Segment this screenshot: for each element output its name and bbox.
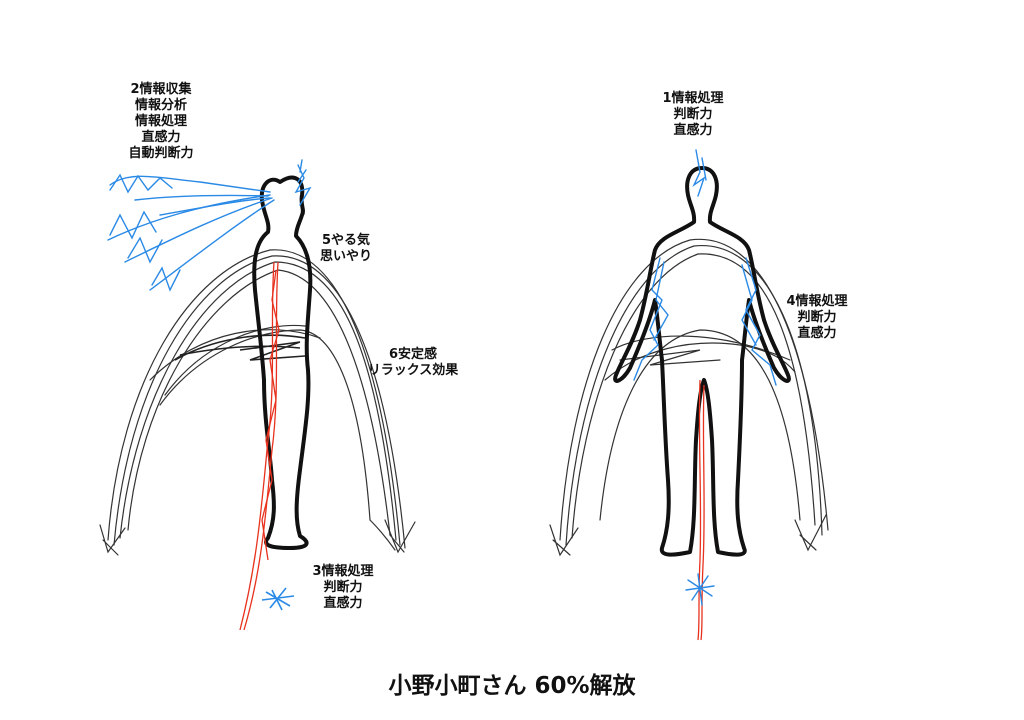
label-2-line-5: 自動判断力	[128, 146, 194, 161]
label-5-line-2: 思いやり	[319, 249, 372, 264]
right-energy-arcs	[549, 238, 829, 557]
label-4-line-1: 4情報処理	[786, 294, 848, 309]
label-1-line-2: 判断力	[673, 107, 713, 122]
label-4-line-2: 判断力	[797, 310, 837, 325]
label-1-processing: 1情報処理 判断力 直感力	[648, 91, 738, 139]
label-3-processing: 3情報処理 判断力 直感力	[298, 564, 388, 612]
right-blue-scribbles	[633, 149, 777, 606]
label-2-line-3: 情報処理	[134, 114, 187, 129]
label-4-line-3: 直感力	[797, 326, 837, 341]
label-2-line-4: 直感力	[141, 130, 181, 145]
left-body-outline	[252, 175, 313, 550]
left-waist-band	[174, 334, 306, 361]
right-red-line	[697, 379, 705, 641]
label-3-line-1: 3情報処理	[312, 564, 374, 579]
label-3-line-2: 判断力	[323, 580, 363, 595]
label-1-line-1: 1情報処理	[662, 91, 724, 106]
right-body-outline	[613, 166, 791, 557]
label-6-stability: 6安定感 リラックス効果	[350, 347, 476, 379]
label-5-line-1: 5やる気	[321, 233, 371, 248]
label-1-line-3: 直感力	[673, 123, 713, 138]
label-3-line-3: 直感力	[323, 596, 363, 611]
label-2-information-gathering: 2情報収集 情報分析 情報処理 直感力 自動判断力	[116, 82, 206, 162]
left-blue-scribble-bottom	[261, 587, 295, 611]
label-6-line-2: リラックス効果	[367, 363, 459, 378]
label-4-processing: 4情報処理 判断力 直感力	[772, 294, 862, 342]
left-red-spine	[239, 261, 280, 631]
label-2-line-2: 情報分析	[134, 98, 187, 113]
label-5-motivation: 5やる気 思いやり	[306, 233, 386, 265]
left-blue-rays	[107, 159, 312, 292]
label-2-line-1: 2情報収集	[130, 82, 192, 97]
page-title: 小野小町さん 60%解放	[388, 673, 636, 699]
label-6-line-1: 6安定感	[388, 347, 438, 362]
